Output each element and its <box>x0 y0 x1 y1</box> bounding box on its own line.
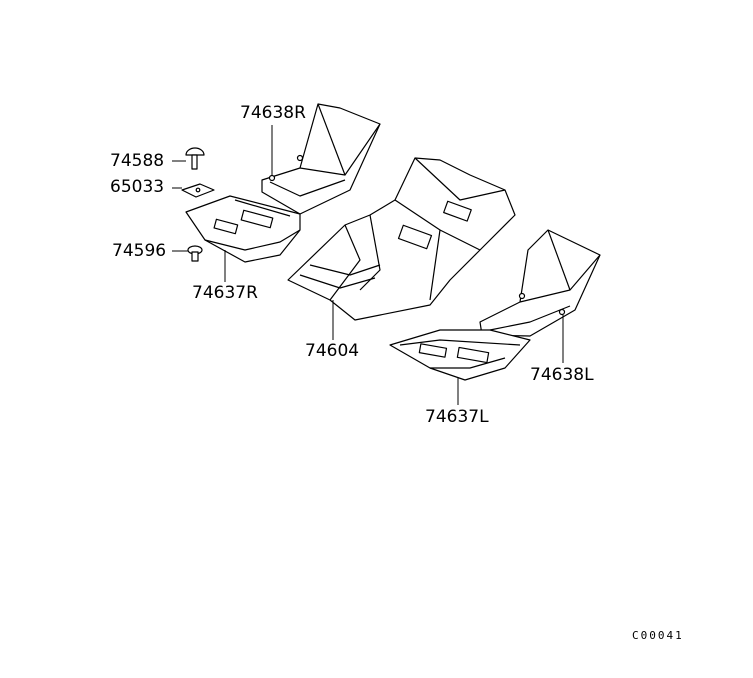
part-74637L-drawing <box>389 329 531 381</box>
part-label-74596: 74596 <box>112 241 167 261</box>
part-label-74604: 74604 <box>305 341 360 361</box>
part-74604-drawing <box>287 157 516 321</box>
part-74596-drawing <box>187 245 203 262</box>
part-74638L-drawing <box>479 229 601 337</box>
part-label-74638L: 74638L <box>530 365 594 385</box>
part-label-74637L: 74637L <box>425 407 489 427</box>
part-label-74637R: 74637R <box>192 283 258 303</box>
leader-lines <box>172 125 564 405</box>
part-74637R-drawing <box>185 195 301 263</box>
part-label-74638R: 74638R <box>240 103 306 123</box>
part-label-74588: 74588 <box>110 151 165 171</box>
part-label-65033: 65033 <box>110 177 165 197</box>
diagram-code: C00041 <box>632 629 684 642</box>
part-74588-drawing <box>185 147 205 170</box>
part-65033-drawing <box>181 183 215 198</box>
part-74638R-drawing <box>261 103 381 215</box>
